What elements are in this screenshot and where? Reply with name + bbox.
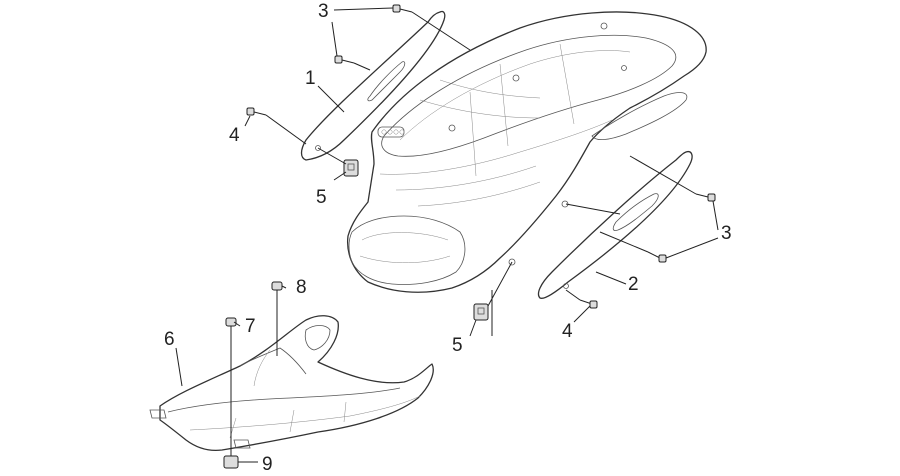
callout-1: 1 bbox=[305, 68, 316, 89]
screw-3a bbox=[392, 4, 413, 13]
callout-7: 7 bbox=[245, 316, 256, 337]
screw-4a bbox=[246, 107, 267, 116]
side-cover-1 bbox=[300, 10, 446, 161]
callout-5-right: 5 bbox=[452, 335, 463, 356]
callout-5-left: 5 bbox=[316, 187, 327, 208]
screw-3c bbox=[695, 193, 716, 202]
screw-3b bbox=[334, 55, 355, 64]
screw-4b bbox=[579, 299, 598, 309]
callout-3-right: 3 bbox=[721, 223, 732, 244]
side-cover-2 bbox=[537, 150, 693, 299]
screw-3d bbox=[647, 251, 667, 263]
callout-3-top: 3 bbox=[318, 1, 329, 22]
callout-4-left: 4 bbox=[229, 125, 240, 146]
rear-body-cover bbox=[346, 11, 707, 293]
clip-nut-5b bbox=[473, 303, 489, 321]
callout-9: 9 bbox=[262, 454, 273, 475]
undertray-6 bbox=[149, 315, 434, 452]
callout-4-right: 4 bbox=[562, 321, 573, 342]
leader-lines bbox=[175, 7, 719, 463]
callout-6: 6 bbox=[164, 329, 175, 350]
callout-8: 8 bbox=[296, 277, 307, 298]
screw-8 bbox=[271, 281, 283, 304]
clip-nut-5a bbox=[343, 159, 359, 177]
alignment-lines bbox=[230, 11, 697, 456]
nut-9 bbox=[223, 455, 239, 469]
screw-7 bbox=[225, 317, 237, 340]
callout-2: 2 bbox=[628, 274, 639, 295]
